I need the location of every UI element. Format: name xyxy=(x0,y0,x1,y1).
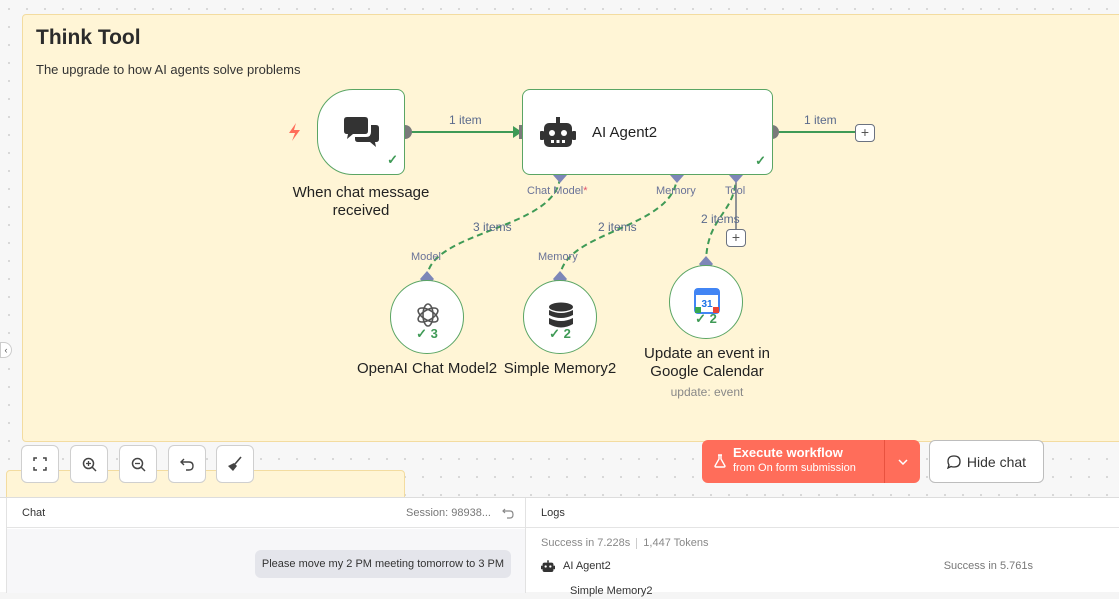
edge-tool-agent xyxy=(705,174,737,265)
node-title-agent: AI Agent2 xyxy=(592,124,658,141)
edge-memory-agent xyxy=(559,174,678,280)
hide-chat-button[interactable]: Hide chat xyxy=(929,440,1044,483)
undo-icon xyxy=(180,458,194,471)
chat-panel: Chat Session: 98938... Please move my 2 … xyxy=(6,498,526,593)
robot-icon xyxy=(540,117,576,147)
reset-session-icon[interactable] xyxy=(502,507,514,519)
port-label-memory: Memory xyxy=(656,185,696,197)
sticky-title: Think Tool xyxy=(36,26,141,49)
logs-summary: Success in 7.228s 1,447 Tokens xyxy=(541,537,709,549)
sticky-note[interactable]: Think Tool The upgrade to how AI agents … xyxy=(22,14,1119,442)
execute-label: Execute workflow xyxy=(733,445,843,460)
logs-header: Logs xyxy=(526,498,1119,528)
run-count-badge: ✓ 2 xyxy=(549,326,571,341)
node-label-memory: Simple Memory2 xyxy=(503,360,617,377)
google-calendar-icon: 31 xyxy=(694,288,720,314)
flask-icon xyxy=(714,454,726,468)
node-google-calendar[interactable]: 31 ✓ 2 xyxy=(669,265,743,339)
hide-chat-label: Hide chat xyxy=(966,453,1027,470)
execute-sublabel: from On form submission xyxy=(733,462,856,474)
svg-text:31: 31 xyxy=(701,299,713,310)
chat-bubble-icon xyxy=(946,454,961,469)
chat-header: Chat Session: 98938... xyxy=(7,498,526,528)
node-label-openai: OpenAI Chat Model2 xyxy=(356,360,498,377)
edge-label-agent-out: 1 item xyxy=(804,113,837,127)
success-check-icon: ✓ xyxy=(387,152,398,167)
port-label-memory-out: Memory xyxy=(538,251,578,263)
database-icon xyxy=(549,302,573,328)
logs-title: Logs xyxy=(541,507,565,519)
openai-icon xyxy=(417,303,439,327)
run-count-badge: ✓ 2 xyxy=(695,311,717,326)
logs-tokens: 1,447 Tokens xyxy=(643,537,709,549)
reset-zoom-button[interactable] xyxy=(168,445,206,483)
broom-icon xyxy=(228,456,242,471)
execute-main-area[interactable]: Execute workflow from On form submission xyxy=(702,440,884,483)
collapse-sidebar-toggle[interactable]: ‹ xyxy=(0,342,12,358)
chat-bubbles-icon xyxy=(344,117,379,147)
add-tool-button[interactable]: + xyxy=(726,229,746,247)
tidy-up-button[interactable] xyxy=(216,445,254,483)
robot-icon xyxy=(541,560,555,572)
edge-label-tool: 2 items xyxy=(701,212,740,226)
node-ai-agent[interactable]: AI Agent2 ✓ xyxy=(522,89,773,175)
zoom-in-button[interactable] xyxy=(70,445,108,483)
logs-panel: Logs Success in 7.228s 1,447 Tokens AI Ag… xyxy=(525,498,1119,597)
zoom-in-icon xyxy=(82,457,97,472)
zoom-out-icon xyxy=(131,457,146,472)
add-node-button[interactable]: + xyxy=(855,124,875,142)
success-check-icon: ✓ xyxy=(755,153,766,168)
chat-title: Chat xyxy=(22,507,46,519)
logs-duration: Success in 7.228s xyxy=(541,537,631,549)
node-label-calendar: Update an event in Google Calendar xyxy=(644,345,770,380)
chevron-down-icon xyxy=(897,458,908,465)
edge-label-memory: 2 items xyxy=(598,220,637,234)
node-label-trigger: When chat message received xyxy=(292,184,430,219)
fit-view-icon xyxy=(33,457,47,471)
session-id[interactable]: Session: 98938... xyxy=(405,507,491,519)
edge-label-model: 3 items xyxy=(473,220,512,234)
zoom-to-fit-button[interactable] xyxy=(21,445,59,483)
sticky-subtitle: The upgrade to how AI agents solve probl… xyxy=(36,62,301,77)
chat-message-user: Please move my 2 PM meeting tomorrow to … xyxy=(254,550,511,578)
bottom-panel: Chat Session: 98938... Please move my 2 … xyxy=(0,497,1119,597)
node-openai-chat-model[interactable]: ✓ 3 xyxy=(390,280,464,354)
node-chat-trigger[interactable]: ✓ xyxy=(317,89,405,175)
zoom-out-button[interactable] xyxy=(119,445,157,483)
execute-options-dropdown[interactable] xyxy=(885,440,920,483)
log-entry-status: Success in 5.761s xyxy=(943,560,1033,572)
node-subtitle-calendar: update: event xyxy=(670,385,744,399)
node-simple-memory[interactable]: ✓ 2 xyxy=(523,280,597,354)
execute-workflow-button[interactable]: Execute workflow from On form submission xyxy=(702,440,920,483)
port-label-chat-model: Chat Model* xyxy=(527,185,588,197)
log-entry[interactable]: AI Agent2 Success in 5.761s xyxy=(541,560,1101,576)
workflow-canvas[interactable]: Think Tool The upgrade to how AI agents … xyxy=(0,0,1119,497)
button-divider xyxy=(884,440,885,483)
log-entry-child[interactable]: Simple Memory2 xyxy=(548,585,1088,599)
run-count-badge: ✓ 3 xyxy=(416,326,438,341)
chat-messages: Please move my 2 PM meeting tomorrow to … xyxy=(7,529,526,593)
port-label-model: Model xyxy=(411,251,441,263)
log-entry-name: AI Agent2 xyxy=(563,560,611,572)
log-entry-child-name: Simple Memory2 xyxy=(570,585,653,597)
port-label-tool: Tool xyxy=(725,185,746,197)
edge-label-trigger-agent: 1 item xyxy=(449,113,482,127)
